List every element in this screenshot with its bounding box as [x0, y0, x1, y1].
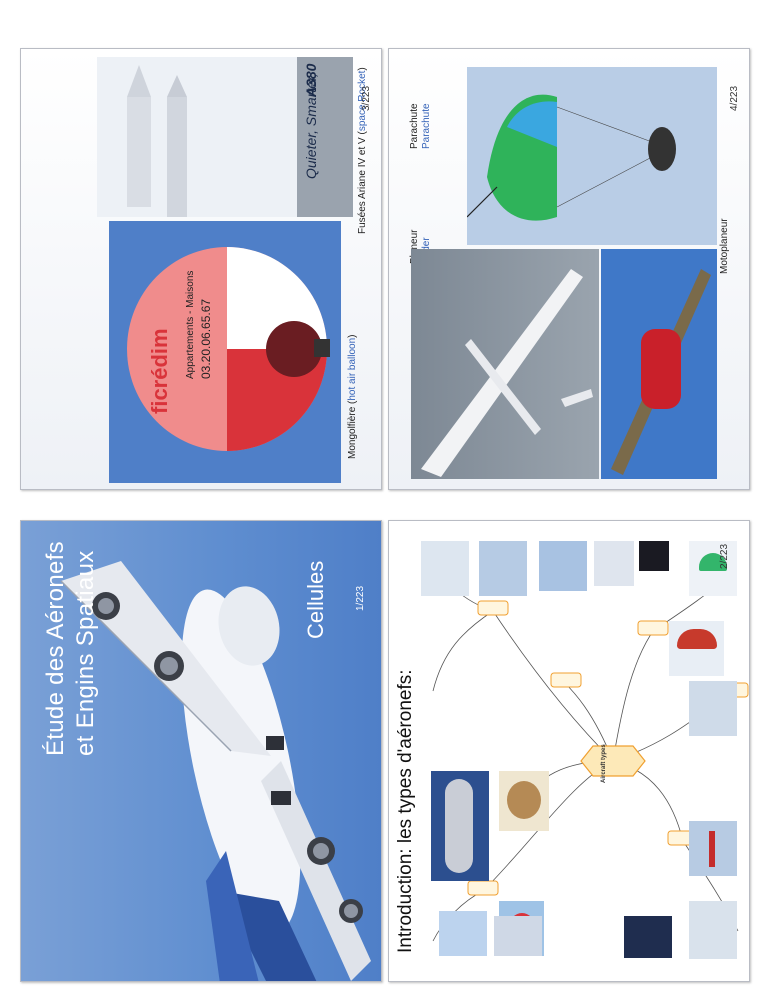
slide-balloon-rockets: ficrédim Appartements - Maisons 03.20.06… — [20, 48, 382, 490]
balloon-photo — [109, 221, 341, 483]
caption-balloon: Mongolfière (hot air balloon) — [347, 334, 358, 459]
thumb-airship — [431, 771, 489, 881]
subtitle: Cellules — [303, 560, 328, 639]
thumb-space — [639, 541, 669, 571]
thumb-rocket — [594, 541, 634, 586]
balloon-phone: 03.20.06.65.67 — [199, 298, 213, 379]
node-aerostats — [550, 672, 582, 688]
page-number: 2/223 — [719, 543, 730, 569]
airliner-photo — [60, 561, 371, 981]
parachute-photo — [467, 67, 717, 245]
thumb-helicopter-1 — [421, 541, 469, 596]
thumb-gyroplane — [539, 541, 587, 591]
glider-photo — [411, 249, 599, 479]
thumb-parachute — [689, 541, 737, 596]
thumb-helicopter-2 — [479, 541, 527, 596]
thumb-hanglider — [689, 821, 737, 876]
title-line-2: et Engins Spatiaux — [72, 550, 99, 756]
thumb-paraglider-1 — [689, 681, 737, 736]
slide-aircraft-types: Introduction: les types d'aéronefs: — [388, 520, 750, 982]
rockets-photo — [97, 57, 353, 217]
node-helicopters — [637, 620, 669, 636]
mindmap-center-label: Aircraft types — [601, 744, 607, 783]
billboard-model: A380 — [303, 63, 319, 97]
page-number: 3/223 — [361, 85, 372, 111]
node-planes — [477, 600, 509, 616]
thumb-plane-1 — [439, 911, 487, 956]
thumb-plane-2 — [494, 916, 542, 956]
slide-title: Étude des Aéronefs et Engins Spatiaux Ce… — [20, 520, 382, 982]
mindmap-center-node — [580, 745, 646, 777]
node-gliders — [467, 880, 499, 896]
balloon-brand: ficrédim — [147, 328, 172, 414]
slide-title: Introduction: les types d'aéronefs: — [395, 669, 416, 953]
thumb-balloon-drawing — [499, 771, 549, 831]
aircraft-types-mindmap — [432, 560, 749, 942]
thumb-paraglider-2 — [669, 621, 724, 676]
title-line-1: Étude des Aéronefs — [42, 541, 69, 756]
motoglider-photo — [601, 249, 717, 479]
page-number: 4/223 — [729, 85, 740, 111]
page-number: 1/223 — [355, 585, 366, 611]
caption-motoglider: Motoplaneur — [719, 218, 730, 274]
thumb-jet — [624, 916, 672, 958]
thumb-glider — [689, 901, 737, 959]
balloon-text: Appartements - Maisons — [185, 270, 196, 379]
